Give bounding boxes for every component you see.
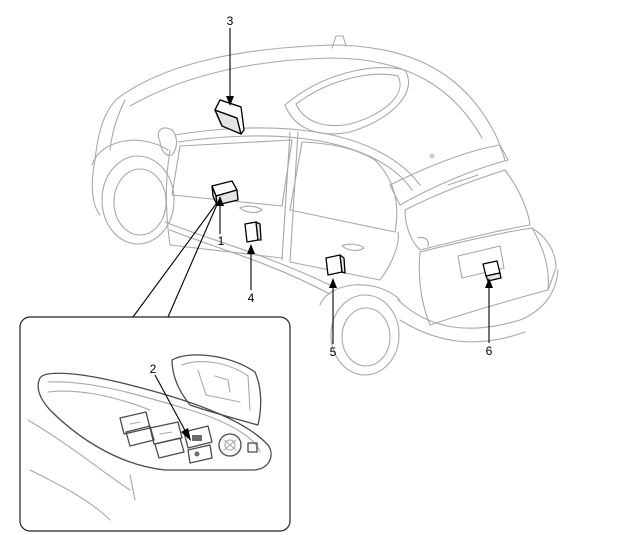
front-door-handle xyxy=(239,205,263,213)
rear-door-handle xyxy=(341,243,365,251)
module-3 xyxy=(214,99,245,135)
door-lock-switch xyxy=(183,425,213,464)
callout-1: 1 xyxy=(218,234,225,248)
callout-4: 4 xyxy=(248,291,255,305)
callout-leaders xyxy=(154,28,493,441)
callout-6: 6 xyxy=(486,344,493,358)
side-sill xyxy=(164,221,331,286)
hood xyxy=(91,159,101,216)
power-window-switch-block xyxy=(119,411,185,459)
tail-lamp-right xyxy=(531,227,557,291)
callout-2: 2 xyxy=(150,362,157,376)
mirror-control-switch xyxy=(218,433,242,457)
module-5 xyxy=(325,254,346,276)
car-illustration xyxy=(91,35,559,376)
license-plate-recess xyxy=(457,245,505,279)
roof-antenna xyxy=(331,35,347,49)
side-mirror xyxy=(157,127,178,156)
front-wheel xyxy=(101,155,175,245)
callout-5: 5 xyxy=(330,345,337,359)
front-door-window xyxy=(171,139,293,207)
inner-door-handle xyxy=(171,354,262,426)
inset-leader-left xyxy=(132,199,220,318)
module-6 xyxy=(482,260,502,282)
windshield xyxy=(94,97,119,161)
module-4 xyxy=(244,221,262,243)
rear-window xyxy=(404,169,531,251)
rear-door-panel xyxy=(289,231,399,281)
callout-3: 3 xyxy=(227,14,234,28)
inset-detail xyxy=(19,199,291,532)
rear-bumper xyxy=(397,269,559,329)
tailgate xyxy=(418,227,549,326)
module-1 xyxy=(211,180,239,206)
mirror-fold-switch xyxy=(247,442,258,453)
door-trim-panel xyxy=(37,372,272,471)
inset-frame xyxy=(19,316,291,532)
sunroof xyxy=(284,67,410,135)
side-window-upper xyxy=(174,127,421,186)
rear-door-window xyxy=(289,141,398,233)
callout-labels: 3 1 4 5 6 2 xyxy=(150,14,493,376)
high-mount-stop-lamp xyxy=(447,174,479,186)
car-roof xyxy=(117,44,506,161)
inset-leader-right xyxy=(167,199,220,318)
rear-spoiler xyxy=(389,144,509,206)
rear-wheel xyxy=(330,294,400,376)
